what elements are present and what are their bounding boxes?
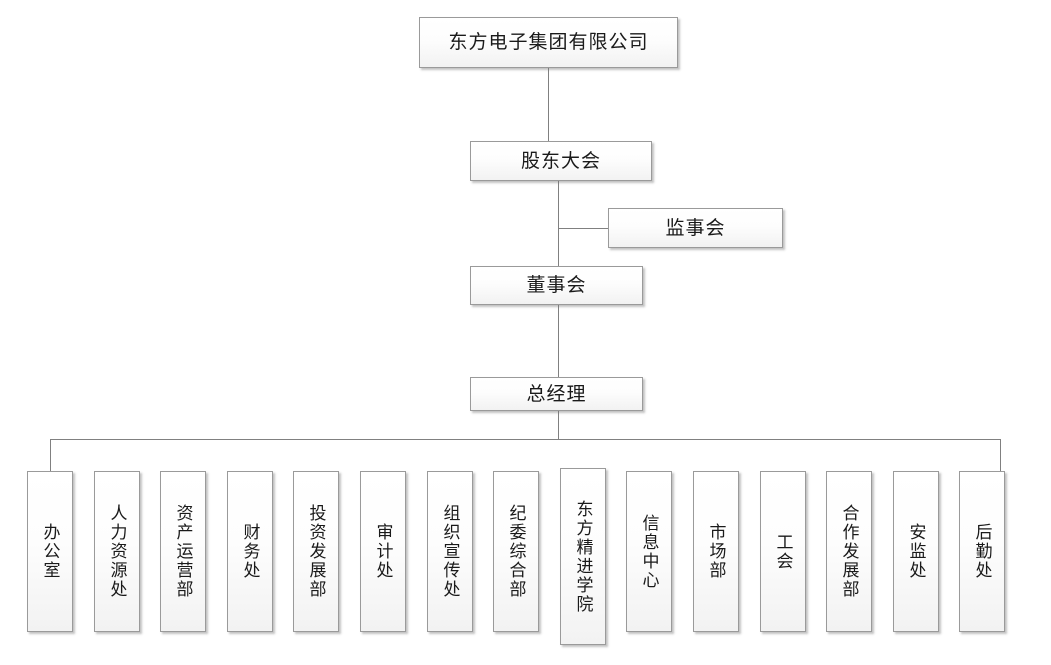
node-department-label: 市场部 [706,523,726,580]
node-department-13[interactable]: 合作发展部 [826,471,872,632]
node-department-3[interactable]: 资产运营部 [160,471,206,632]
node-department-15[interactable]: 后勤处 [959,471,1005,632]
node-department-8[interactable]: 纪委综合部 [493,471,539,632]
connector-board-to-supervisors [558,228,608,229]
node-department-label: 安监处 [906,523,926,580]
connector-shareholders-to-board [558,181,559,266]
connector-bus-to-last-department [1000,439,1001,471]
connector-department-bus [50,439,1001,440]
node-board-of-supervisors[interactable]: 监事会 [608,208,783,248]
node-department-7[interactable]: 组织宣传处 [427,471,473,632]
node-department-label: 纪委综合部 [506,504,526,599]
node-department-4[interactable]: 财务处 [227,471,273,632]
node-shareholders-meeting[interactable]: 股东大会 [470,141,652,181]
node-department-label: 人力资源处 [107,504,127,599]
connector-company-to-shareholders [548,68,549,142]
node-department-11[interactable]: 市场部 [693,471,739,632]
node-company-label: 东方电子集团有限公司 [448,32,649,53]
node-general-manager[interactable]: 总经理 [470,377,643,411]
connector-bus-to-first-department [50,439,51,471]
node-department-10[interactable]: 信息中心 [626,471,672,632]
node-department-9[interactable]: 东方精进学院 [560,468,606,645]
node-department-label: 财务处 [240,523,260,580]
connector-board-to-general-manager [558,305,559,377]
node-board-of-supervisors-label: 监事会 [665,217,726,239]
node-department-label: 工会 [773,532,793,571]
node-general-manager-label: 总经理 [526,383,587,405]
node-department-1[interactable]: 办公室 [27,471,73,632]
node-department-label: 资产运营部 [173,504,193,599]
node-department-label: 投资发展部 [306,504,326,599]
node-department-label: 东方精进学院 [573,499,593,614]
node-department-label: 办公室 [40,523,60,580]
node-department-6[interactable]: 审计处 [360,471,406,632]
node-board-of-directors-label: 董事会 [526,275,587,296]
node-shareholders-meeting-label: 股东大会 [520,150,601,172]
node-department-label: 合作发展部 [839,504,859,599]
node-company[interactable]: 东方电子集团有限公司 [419,17,678,68]
node-department-12[interactable]: 工会 [760,471,806,632]
node-department-label: 信息中心 [639,513,659,590]
node-department-2[interactable]: 人力资源处 [94,471,140,632]
node-department-5[interactable]: 投资发展部 [293,471,339,632]
node-department-label: 审计处 [373,523,393,580]
node-board-of-directors[interactable]: 董事会 [470,266,643,305]
node-department-label: 后勤处 [972,523,992,580]
node-department-14[interactable]: 安监处 [893,471,939,632]
node-department-label: 组织宣传处 [440,504,460,599]
connector-general-manager-to-bus [558,411,559,439]
